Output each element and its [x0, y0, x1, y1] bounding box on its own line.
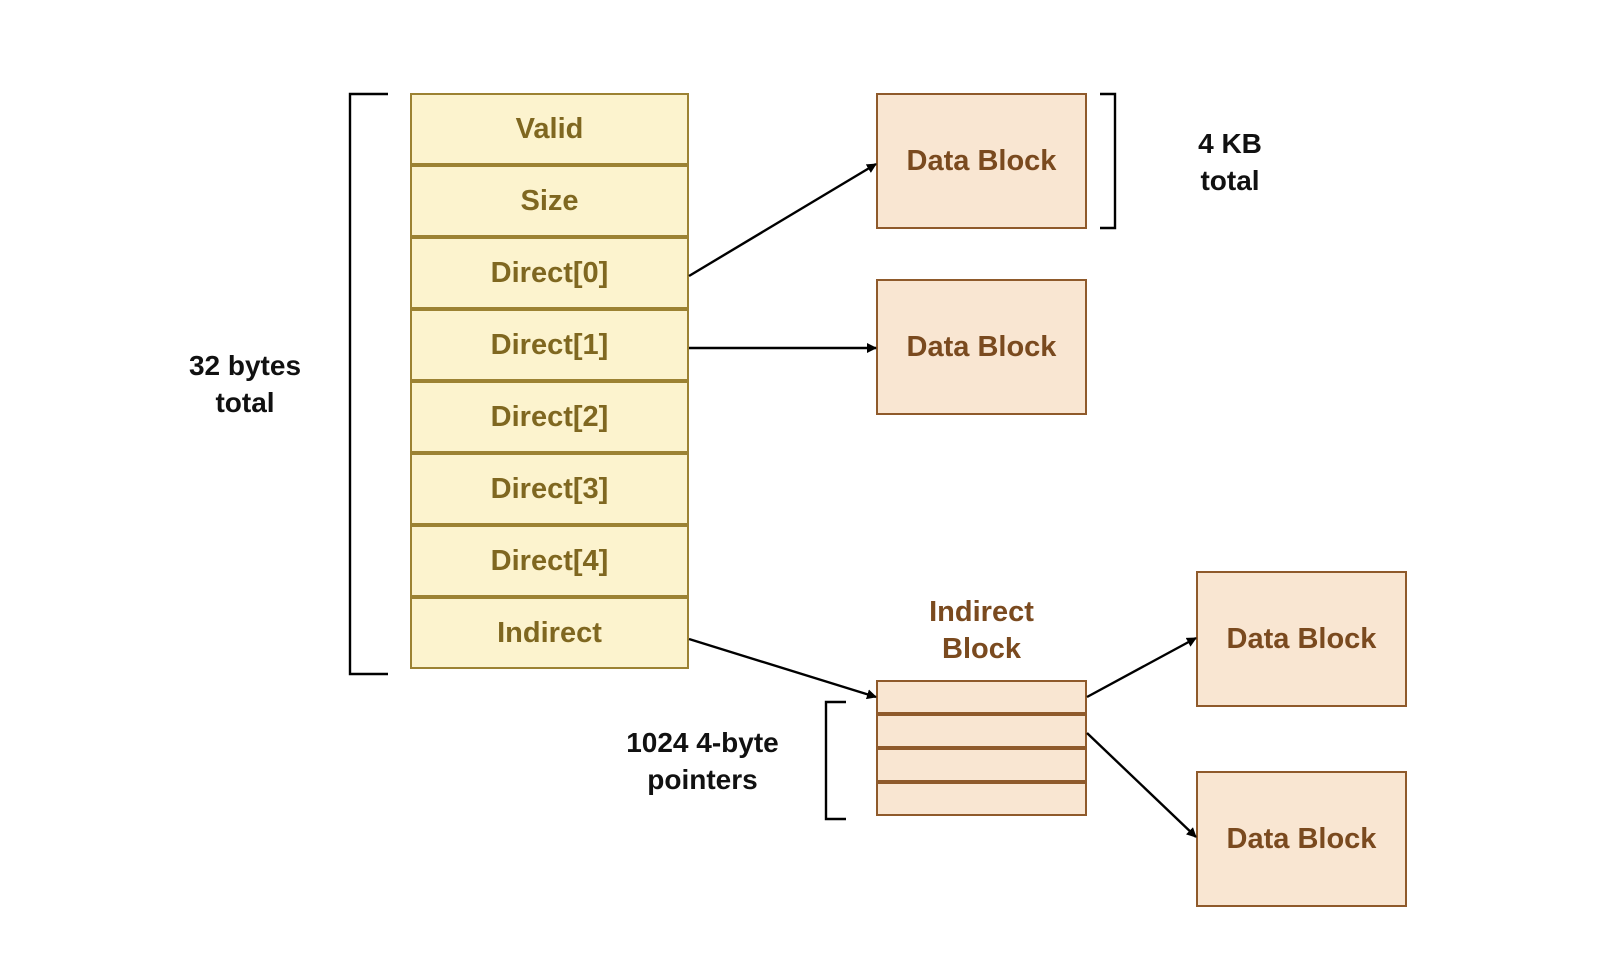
pointers-label-line1: 1024 4-byte: [626, 727, 779, 758]
arrow-indirect-1: [1086, 732, 1197, 838]
inode-field-valid: Valid: [410, 93, 689, 165]
data-block-direct-0: Data Block: [876, 93, 1087, 229]
inode-size-label: 32 bytes total: [165, 347, 325, 421]
data-block-indirect-1: Data Block: [1196, 771, 1407, 907]
pointers-label: 1024 4-byte pointers: [605, 724, 800, 798]
indirect-block-title: Indirect Block: [876, 594, 1087, 668]
inode-field-direct-3: Direct[3]: [410, 453, 689, 525]
block-size-label-line1: 4 KB: [1198, 128, 1262, 159]
indirect-pointer-row: [876, 782, 1087, 816]
arrow-direct-0: [688, 162, 877, 278]
data-block-indirect-0: Data Block: [1196, 571, 1407, 707]
data-block-direct-1: Data Block: [876, 279, 1087, 415]
inode-field-size: Size: [410, 165, 689, 237]
indirect-block-title-line1: Indirect: [929, 596, 1034, 628]
inode-field-direct-0: Direct[0]: [410, 237, 689, 309]
pointers-label-line2: pointers: [647, 764, 758, 795]
block-size-label: 4 KB total: [1160, 125, 1300, 199]
pointers-bracket: [824, 700, 846, 821]
indirect-block-title-line2: Block: [942, 633, 1021, 665]
inode-size-label-line1: 32 bytes: [188, 350, 302, 381]
indirect-pointer-row: [876, 748, 1087, 782]
inode-size-bracket: [348, 92, 388, 676]
indirect-pointer-row: [876, 680, 1087, 714]
arrow-indirect-0: [1086, 636, 1197, 699]
inode-field-direct-2: Direct[2]: [410, 381, 689, 453]
inode-size-label-line2: total: [215, 387, 275, 418]
inode-field-direct-1: Direct[1]: [410, 309, 689, 381]
indirect-pointer-row: [876, 714, 1087, 748]
inode-field-direct-4: Direct[4]: [410, 525, 689, 597]
inode-field-indirect: Indirect: [410, 597, 689, 669]
block-size-bracket: [1100, 92, 1117, 230]
block-size-label-line2: total: [1200, 165, 1260, 196]
arrow-indirect: [688, 637, 877, 700]
